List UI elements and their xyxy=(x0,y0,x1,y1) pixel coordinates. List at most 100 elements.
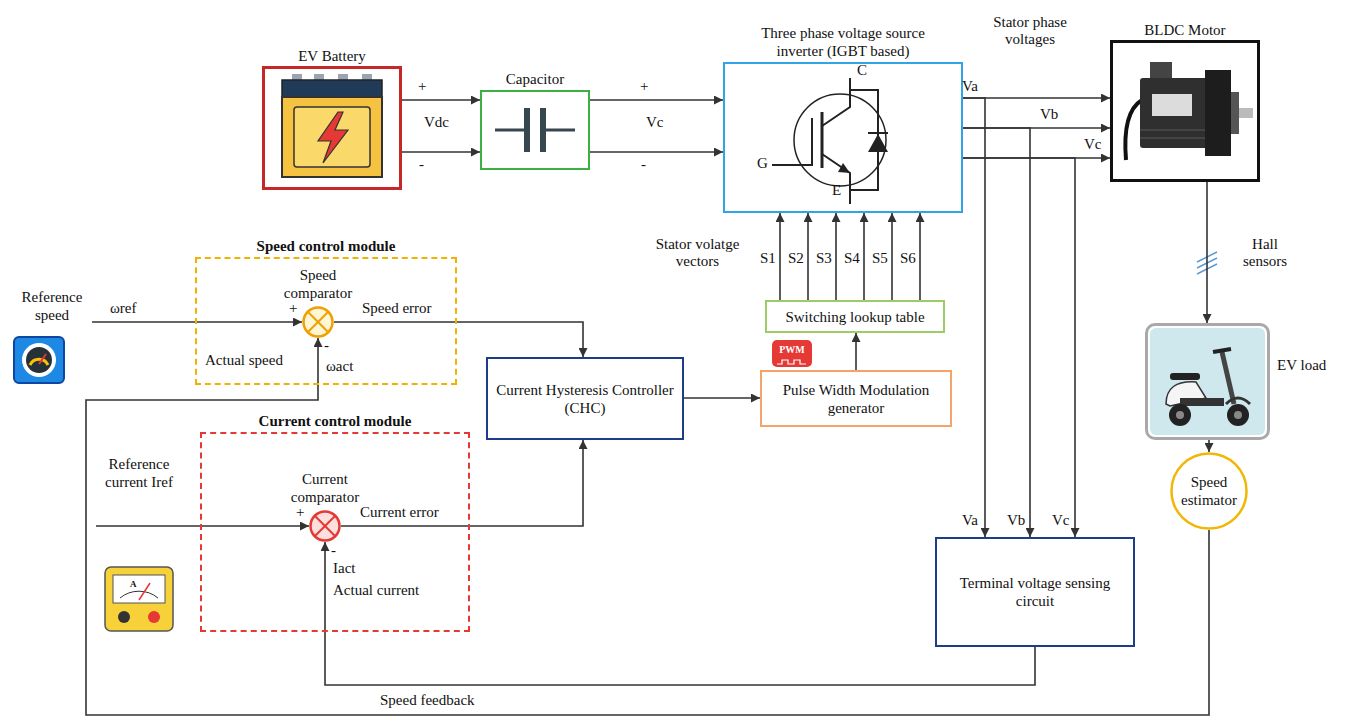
motor-picture-part xyxy=(1140,78,1210,148)
igbt-symbol-part xyxy=(772,118,812,165)
signal-name-wrap: ωact xyxy=(326,358,353,375)
igbt-symbol-part xyxy=(868,134,888,152)
circle-outline xyxy=(1172,454,1247,529)
signal-name: ωact xyxy=(326,358,353,375)
igbt-symbol-part xyxy=(822,78,850,126)
switching-lookup-table: Switching lookup table xyxy=(765,300,945,333)
speed-reference-icon-part xyxy=(22,343,56,377)
voltage-name: Vc xyxy=(646,114,664,131)
polarity-sign-wrap: - xyxy=(324,337,329,354)
ammeter-icon-part xyxy=(139,583,150,600)
box-text: Reference current Iref xyxy=(102,455,176,491)
signal-wire xyxy=(807,213,809,300)
box-text: Reference speed xyxy=(18,288,86,324)
node-text-wrap: Reference speed xyxy=(12,288,92,324)
signal-wire xyxy=(334,322,583,357)
cross-line xyxy=(308,312,329,333)
comparator-symbol xyxy=(309,510,341,542)
circle-outline xyxy=(311,512,340,541)
edge-label-wrap: Vb xyxy=(1040,106,1058,123)
node-text-wrap: Reference current Iref xyxy=(96,455,182,491)
motor-picture-part xyxy=(1125,100,1142,160)
box-text: Current Hysteresis Controller (CHC) xyxy=(494,381,676,417)
cross-line xyxy=(308,312,329,333)
polarity-sign: + xyxy=(289,300,297,317)
signal-wire xyxy=(919,213,921,300)
pin-name: C xyxy=(857,62,867,79)
box-text: Pulse Width Modulation generator xyxy=(768,381,944,417)
edge-label-wrap: Va xyxy=(962,78,978,95)
polarity-sign: + xyxy=(418,78,426,95)
signal-name: Iact xyxy=(333,560,355,577)
heading-text: Capacitor xyxy=(480,70,590,88)
polarity-sign: + xyxy=(296,504,304,521)
signal-wire xyxy=(590,151,723,153)
polarity-sign-wrap: + xyxy=(296,504,304,521)
pin-name: G xyxy=(757,155,768,172)
edge-label-wrap: S3 xyxy=(816,250,832,267)
comparator-symbol xyxy=(302,306,334,338)
box-text: Speed estimator xyxy=(1176,473,1242,509)
heading-text: BLDC Motor xyxy=(1125,21,1245,39)
box-text: Switching lookup table xyxy=(785,308,924,326)
pwm-badge-part xyxy=(777,360,806,364)
circle-outline xyxy=(304,308,333,337)
signal-note-wrap: Stator volatge vectors xyxy=(640,236,755,271)
battery-icon-part xyxy=(294,107,370,167)
signal-note: Stator phase voltages xyxy=(985,14,1075,49)
node-heading: Speed control module xyxy=(216,237,436,255)
scooter-picture-part xyxy=(1176,411,1184,419)
capacitor-symbol-part xyxy=(495,129,527,132)
ammeter-icon-part xyxy=(120,591,158,598)
cross-line xyxy=(315,516,336,537)
pwm-generator: Pulse Width Modulation generator xyxy=(760,370,952,427)
edge-label-wrap: Va xyxy=(962,512,978,529)
signal-note: Stator volatge vectors xyxy=(640,236,755,271)
terminal-sensing-box: Terminal voltage sensing circuit xyxy=(935,537,1135,647)
signal-wire xyxy=(590,99,723,101)
signal-wire xyxy=(1208,440,1210,452)
scooter-picture-part xyxy=(1226,398,1250,404)
node-text-wrap: Switching lookup table xyxy=(779,308,930,326)
polarity-sign: + xyxy=(640,78,648,95)
polarity-sign-wrap: + xyxy=(418,78,426,95)
scooter-picture-part xyxy=(1150,328,1265,435)
reference-speed: Reference speed xyxy=(12,288,92,328)
signal-note-wrap: Stator phase voltages xyxy=(985,14,1075,49)
speed-comparator: Speed comparator xyxy=(302,306,334,338)
polarity-sign-wrap: + xyxy=(289,300,297,317)
edge-label: Speed feedback xyxy=(380,692,475,709)
edge-label-wrap: S2 xyxy=(788,250,804,267)
scooter-picture-part xyxy=(1234,411,1242,419)
pin-name: E xyxy=(832,182,841,199)
polarity-sign: - xyxy=(641,156,646,173)
node-heading: BLDC Motor xyxy=(1125,21,1245,39)
speed-estimator: Speed estimator xyxy=(1170,452,1248,530)
speed-reference-icon-part xyxy=(26,347,52,373)
signal-wire xyxy=(963,128,1030,537)
box-text: Terminal voltage sensing circuit xyxy=(943,574,1127,610)
edge-label: Vc xyxy=(1084,136,1102,153)
signal-wire xyxy=(402,99,480,101)
signal-wire xyxy=(1206,182,1208,323)
edge-label-wrap: Vc xyxy=(1084,136,1102,153)
edge-label-wrap: S6 xyxy=(900,250,916,267)
heading-text: Speed control module xyxy=(216,237,436,255)
signal-wire xyxy=(86,338,1209,715)
pin-name-wrap: C xyxy=(857,62,867,79)
node-heading: Capacitor xyxy=(480,70,590,88)
current-comparator: Current comparator xyxy=(309,510,341,542)
pwm-badge-part xyxy=(772,340,812,367)
signal-wire xyxy=(341,440,583,526)
igbt-symbol xyxy=(772,78,888,204)
ammeter-icon-part xyxy=(148,611,160,623)
scooter-picture-part xyxy=(1213,349,1231,352)
heading-text: Current comparator xyxy=(280,470,370,506)
pwm-badge xyxy=(772,340,812,367)
signal-wire xyxy=(96,525,309,527)
igbt-symbol-part xyxy=(794,94,886,186)
voltage-name: Vdc xyxy=(424,114,449,131)
estimator-circle xyxy=(1170,452,1248,530)
pin-name-wrap: G xyxy=(757,155,768,172)
motor-picture-part xyxy=(1231,92,1239,134)
